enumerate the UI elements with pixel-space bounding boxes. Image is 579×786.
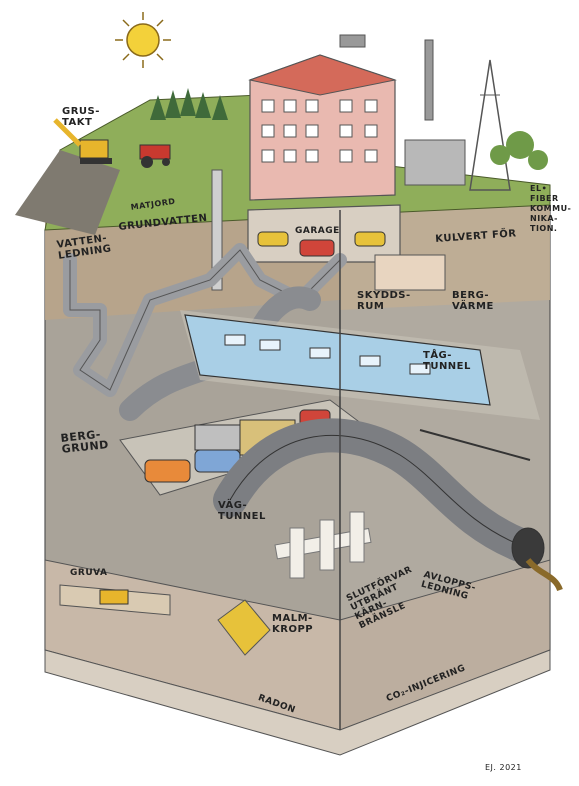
power-station	[404, 59, 511, 191]
label-tagtunnel: TÅG- TUNNEL	[423, 350, 471, 372]
bomb-shelter	[374, 254, 446, 291]
label-berggrund: BERG- GRUND	[59, 427, 110, 456]
label-grustakt: GRUS- TAKT	[62, 106, 100, 128]
excavator-icon	[53, 118, 112, 164]
apartment-building	[248, 34, 434, 201]
rail-track	[419, 429, 531, 461]
label-vagtunnel: VÄG- TUNNEL	[218, 500, 266, 522]
sun-icon	[115, 12, 171, 68]
label-malmkropp: MALM- KROPP	[272, 613, 314, 635]
well-pipe	[211, 169, 223, 291]
label-el-fiber: EL• FIBER KOMMU- NIKA- TION.	[530, 184, 572, 233]
forest	[150, 88, 228, 120]
tractor-icon	[139, 144, 171, 168]
gravel-pile	[15, 150, 120, 235]
sewage-spill	[525, 558, 563, 592]
label-skyddsrum: SKYDDS- RUM	[357, 290, 411, 312]
label-garage: GARAGE	[295, 226, 340, 236]
mine-cart-icon	[99, 589, 129, 605]
garage-cars	[257, 231, 386, 257]
ore-body	[217, 599, 271, 656]
label-gruva: GRUVA	[70, 568, 108, 578]
repository-tunnels	[274, 511, 372, 579]
trees-right	[490, 131, 548, 170]
label-bergvarme: BERG- VÄRME	[452, 290, 494, 312]
train-icon	[184, 314, 491, 406]
artist-signature: EJ. 2021	[485, 763, 522, 772]
sewage-outlet	[511, 527, 545, 569]
